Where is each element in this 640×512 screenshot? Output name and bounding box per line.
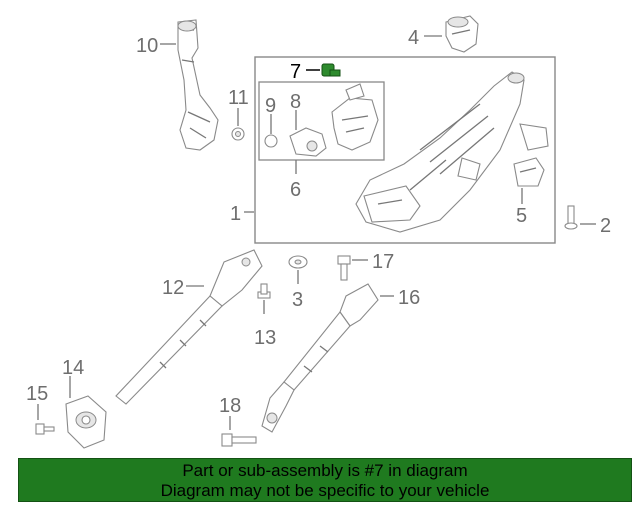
callout-3: 3	[292, 289, 303, 311]
callout-15: 15	[26, 383, 48, 405]
part-13-bolt[interactable]	[257, 283, 271, 299]
part-17-bolt[interactable]	[337, 255, 351, 281]
callout-11: 11	[228, 87, 249, 109]
part-7-bolt-highlighted[interactable]	[321, 63, 341, 77]
part-18-bolt[interactable]	[221, 433, 257, 447]
callout-2: 2	[600, 215, 611, 237]
callout-4: 4	[408, 27, 419, 49]
notice-banner: Part or sub-assembly is #7 in diagram Di…	[18, 458, 632, 502]
part-14-boot[interactable]	[65, 395, 107, 449]
callout-1: 1	[230, 203, 241, 225]
part-12-intermediate-shaft[interactable]	[115, 249, 263, 405]
callout-16: 16	[398, 287, 420, 309]
part-6-bracket[interactable]	[331, 83, 379, 151]
part-3-washer[interactable]	[288, 255, 308, 269]
callout-17: 17	[372, 251, 394, 273]
part-15-bolt[interactable]	[35, 423, 55, 435]
assembly-1-frame	[254, 56, 556, 244]
callout-8: 8	[290, 91, 301, 113]
sub-assembly-6-frame	[258, 81, 385, 161]
callout-12: 12	[162, 277, 184, 299]
part-1-steering-column[interactable]	[355, 71, 549, 233]
part-5-connector[interactable]	[513, 157, 545, 187]
callout-13: 13	[254, 327, 276, 349]
callout-10: 10	[136, 35, 158, 57]
callout-7: 7	[290, 61, 301, 83]
banner-line-1: Part or sub-assembly is #7 in diagram	[182, 461, 468, 480]
callout-9: 9	[265, 95, 276, 117]
part-11-clip[interactable]	[231, 127, 245, 141]
callout-18: 18	[219, 395, 241, 417]
callout-14: 14	[62, 357, 84, 379]
part-9-grommet[interactable]	[264, 134, 278, 148]
part-8-switch[interactable]	[289, 127, 327, 157]
part-4-ignition-lock[interactable]	[445, 15, 479, 53]
callout-6: 6	[290, 179, 301, 201]
part-2-bolt[interactable]	[564, 205, 578, 230]
callout-5: 5	[516, 205, 527, 227]
banner-line-2: Diagram may not be specific to your vehi…	[160, 481, 490, 500]
part-16-lower-shaft[interactable]	[261, 283, 379, 433]
part-10-lever[interactable]	[177, 19, 219, 151]
